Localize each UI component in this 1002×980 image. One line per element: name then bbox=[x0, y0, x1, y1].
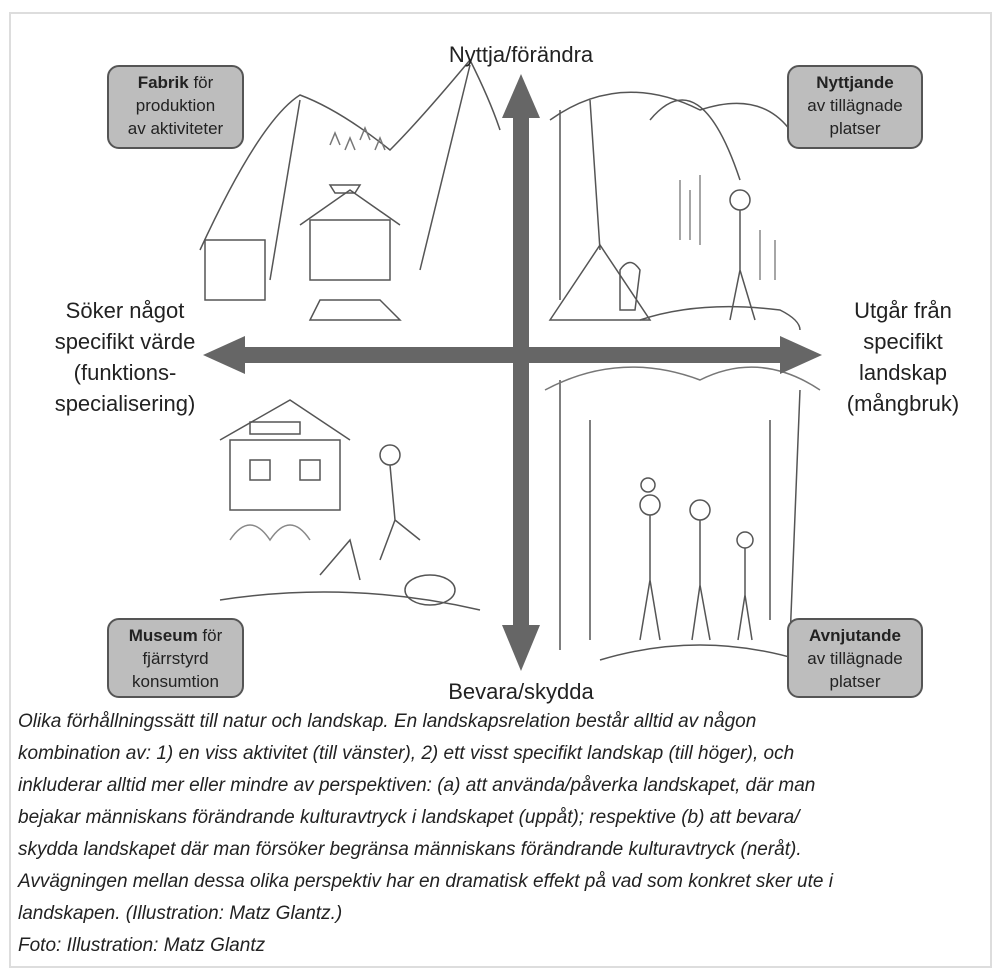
box-nyttjande: Nyttjande av tillägnade platser bbox=[787, 65, 923, 149]
axis-right-line: (mångbruk) bbox=[846, 391, 960, 416]
axis-right-line: landskap bbox=[858, 360, 948, 385]
arrow-down-head bbox=[502, 625, 540, 671]
caption-line: Olika förhållningssätt till natur och la… bbox=[18, 711, 757, 732]
caption-line: inkluderar alltid mer eller mindre av pe… bbox=[18, 775, 816, 796]
box-avnjutande: Avnjutande av tillägnade platser bbox=[787, 618, 923, 698]
box-text: platser bbox=[829, 119, 881, 138]
arrow-right-head bbox=[780, 336, 822, 374]
box-text: för bbox=[197, 626, 223, 645]
box-text: konsumtion bbox=[132, 672, 219, 691]
box-fabrik: Fabrik för produktion av aktiviteter bbox=[107, 65, 244, 149]
landscape-diagram: Nyttja/förändra Bevara/skydda Söker någo… bbox=[20, 42, 988, 706]
box-museum: Museum för fjärrstyrd konsumtion bbox=[107, 618, 244, 698]
caption-line: Avvägningen mellan dessa olika perspekti… bbox=[18, 871, 833, 892]
camping-sketch bbox=[548, 91, 801, 331]
caption-line: landskapen. (Illustration: Matz Glantz.) bbox=[18, 903, 343, 924]
box-text: platser bbox=[829, 672, 881, 691]
axis-left-line: specifikt värde bbox=[54, 329, 196, 354]
illustration-sketches bbox=[199, 58, 821, 661]
axis-left-line: (funktions- bbox=[73, 360, 177, 385]
axis-right-line: specifikt bbox=[863, 329, 943, 354]
box-title: Fabrik bbox=[137, 73, 189, 92]
figure-caption: Olika förhållningssätt till natur och la… bbox=[18, 706, 978, 962]
caption-line: kombination av: 1) en viss aktivitet (ti… bbox=[18, 743, 795, 764]
museum-cabin-sketch bbox=[219, 399, 481, 611]
arrow-left-head bbox=[203, 336, 245, 374]
horizontal-arrow bbox=[240, 347, 785, 363]
arrow-up-head bbox=[502, 74, 540, 118]
axis-top-label: Nyttja/förändra bbox=[448, 42, 594, 67]
axis-right-line: Utgår från bbox=[854, 298, 952, 323]
axis-left-line: specialisering) bbox=[54, 391, 196, 416]
box-text: för bbox=[188, 73, 214, 92]
axis-right-label: Utgår från specifikt landskap (mångbruk) bbox=[818, 295, 988, 419]
box-text: fjärrstyrd bbox=[142, 649, 209, 668]
box-text: produktion bbox=[135, 96, 216, 115]
axis-arrows bbox=[203, 74, 822, 671]
figure-frame bbox=[9, 12, 992, 968]
axis-left-label: Söker något specifikt värde (funktions- … bbox=[20, 295, 230, 419]
box-title: Museum bbox=[128, 626, 198, 645]
box-text: av tillägnade bbox=[807, 96, 903, 115]
box-text: av tillägnade bbox=[807, 649, 903, 668]
photo-credit: Foto: Illustration: Matz Glantz bbox=[18, 935, 266, 956]
ski-resort-sketch bbox=[199, 58, 501, 321]
axis-left-line: Söker något bbox=[65, 298, 185, 323]
box-title: Nyttjande bbox=[816, 73, 894, 92]
axis-bottom-text: Bevara/skydda bbox=[448, 679, 594, 704]
axis-bottom-label: Bevara/skydda bbox=[421, 677, 621, 706]
vertical-arrow bbox=[513, 116, 529, 625]
box-text: av aktiviteter bbox=[127, 119, 224, 138]
box-title: Avnjutande bbox=[809, 626, 901, 645]
caption-line: skydda landskapet där man försöker begrä… bbox=[18, 839, 802, 860]
caption-line: bejakar människans förändrande kulturavt… bbox=[18, 807, 800, 828]
